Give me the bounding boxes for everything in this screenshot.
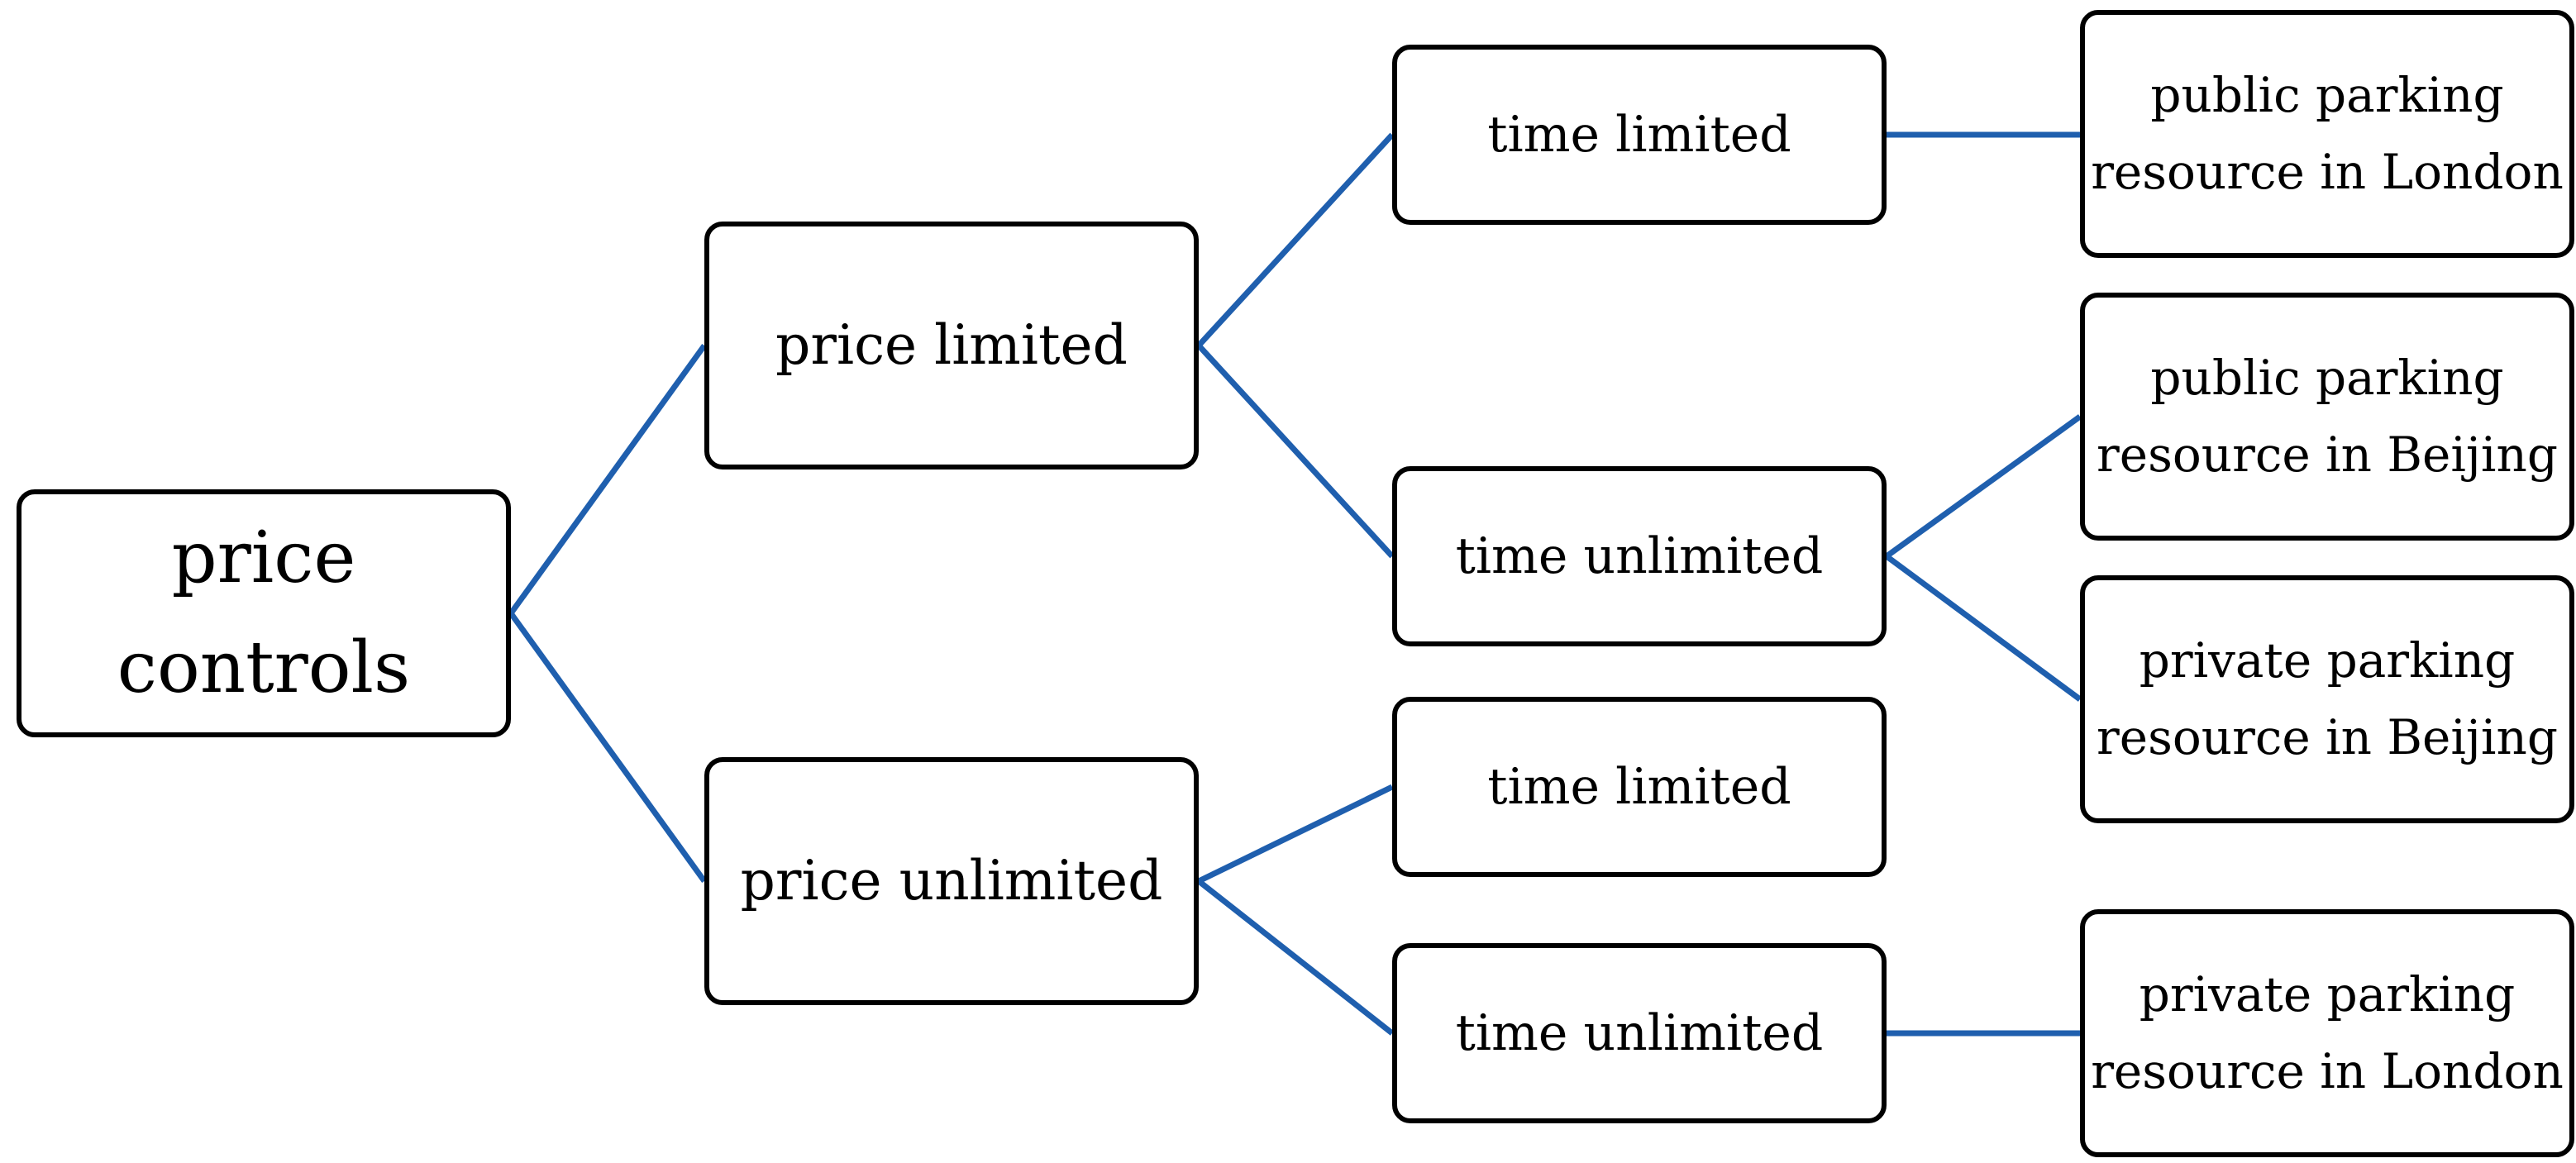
connector-time-unlimited-to-private-beijing bbox=[1884, 554, 2082, 702]
connector-root-to-price-limited bbox=[508, 343, 707, 616]
node-label-private-parking-london: private parking resource in London bbox=[2091, 966, 2564, 1099]
node-private-parking-london: private parking resource in London bbox=[2080, 909, 2574, 1157]
node-private-parking-beijing: private parking resource in Beijing bbox=[2080, 575, 2574, 823]
node-label-price-unlimited: price unlimited bbox=[740, 849, 1163, 913]
node-label-time-limited: time limited bbox=[1487, 758, 1791, 816]
node-price-unlimited: price unlimited bbox=[704, 757, 1199, 1005]
node-price-limited: price limited bbox=[704, 222, 1199, 469]
node-time-limited-under-price-unlimited: time limited bbox=[1392, 697, 1887, 877]
node-public-parking-london: public parking resource in London bbox=[2080, 10, 2574, 258]
node-public-parking-beijing: public parking resource in Beijing bbox=[2080, 293, 2574, 541]
node-label-public-parking-london: public parking resource in London bbox=[2091, 67, 2564, 200]
node-price-controls: price controls bbox=[17, 489, 511, 737]
connector-price-unlimited-to-time-limited bbox=[1197, 784, 1394, 884]
connector-root-to-price-unlimited bbox=[508, 611, 707, 884]
node-label-time-unlimited: time unlimited bbox=[1455, 527, 1824, 585]
node-label-time-unlimited: time unlimited bbox=[1455, 1004, 1824, 1062]
node-time-unlimited-under-price-limited: time unlimited bbox=[1392, 466, 1887, 646]
node-label-time-limited: time limited bbox=[1487, 106, 1791, 164]
connector-price-unlimited-to-time-unlimited bbox=[1196, 879, 1395, 1036]
connector-price-limited-to-time-unlimited bbox=[1196, 343, 1395, 559]
node-time-limited-under-price-limited: time limited bbox=[1392, 45, 1887, 225]
node-label-price-controls: price controls bbox=[117, 516, 411, 709]
node-label-public-parking-beijing: public parking resource in Beijing bbox=[2097, 350, 2558, 483]
node-label-price-limited: price limited bbox=[775, 313, 1128, 378]
connector-time-unlimited-to-public-beijing bbox=[1884, 414, 2082, 559]
node-label-private-parking-beijing: private parking resource in Beijing bbox=[2097, 632, 2558, 765]
connector-price-limited-to-time-limited bbox=[1196, 132, 1395, 348]
node-time-unlimited-under-price-unlimited: time unlimited bbox=[1392, 943, 1887, 1123]
